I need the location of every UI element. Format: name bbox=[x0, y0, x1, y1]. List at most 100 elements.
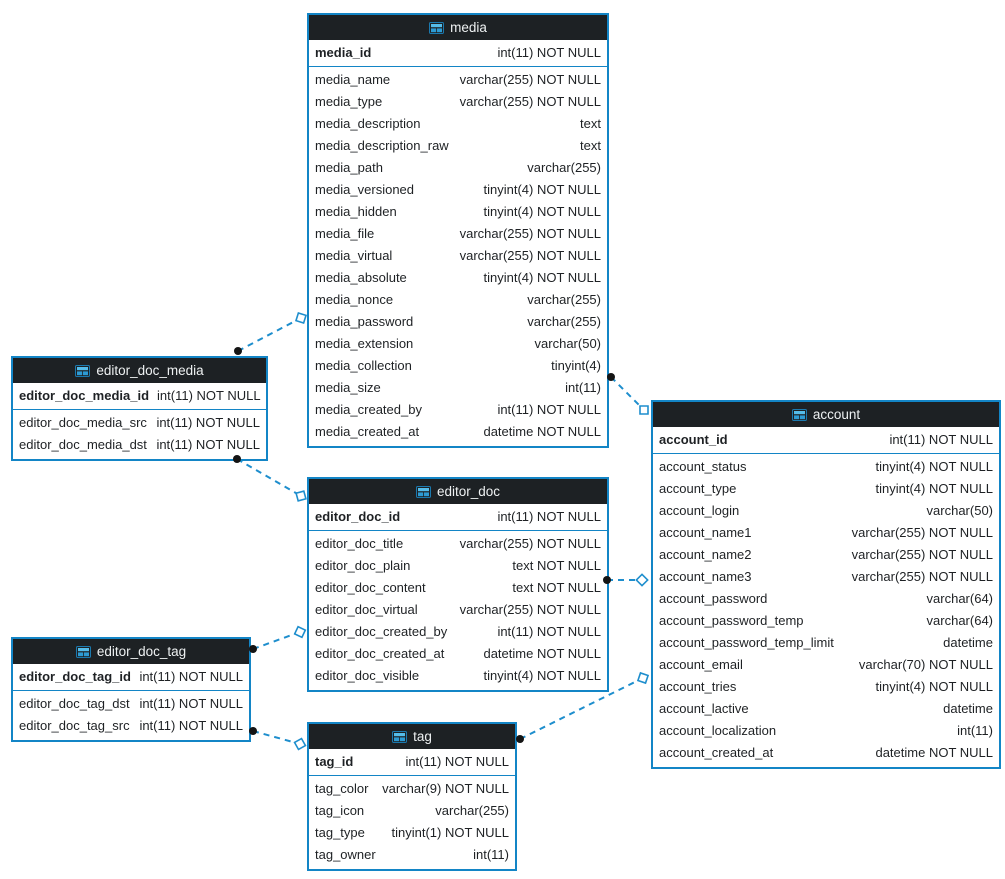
column-type: varchar(255) NOT NULL bbox=[459, 248, 601, 263]
column-name: tag_type bbox=[315, 825, 365, 840]
column-row[interactable]: media_type varchar(255) NOT NULL bbox=[309, 91, 607, 113]
relationship-editor_doc-account[interactable] bbox=[603, 573, 649, 587]
table-header[interactable]: editor_doc bbox=[309, 479, 607, 504]
relationship-line[interactable] bbox=[252, 730, 301, 745]
column-name: account_password bbox=[659, 591, 768, 606]
column-type: varchar(255) NOT NULL bbox=[459, 602, 601, 617]
column-name: media_password bbox=[315, 314, 414, 329]
relationship-line[interactable] bbox=[236, 458, 302, 497]
relationship-media-account[interactable] bbox=[607, 373, 649, 415]
table-header[interactable]: editor_doc_media bbox=[13, 358, 266, 383]
relationship-line[interactable] bbox=[252, 631, 301, 650]
column-name: editor_doc_media_src bbox=[19, 415, 147, 430]
relationship-editor_doc_media-editor_doc[interactable] bbox=[233, 455, 307, 502]
column-type: int(11) bbox=[957, 723, 993, 738]
connector-diamond bbox=[293, 737, 307, 751]
relationship-editor_doc_tag-editor_doc[interactable] bbox=[249, 625, 307, 653]
column-row[interactable]: media_virtual varchar(255) NOT NULL bbox=[309, 245, 607, 267]
column-name: editor_doc_tag_src bbox=[19, 718, 130, 733]
column-type: datetime bbox=[943, 701, 993, 716]
column-name: account_created_at bbox=[659, 745, 774, 760]
column-type: int(11) NOT NULL bbox=[497, 509, 601, 524]
column-name: media_virtual bbox=[315, 248, 393, 263]
column-type: tinyint(4) NOT NULL bbox=[483, 204, 601, 219]
relationship-line[interactable] bbox=[237, 317, 302, 352]
table-header[interactable]: account bbox=[653, 402, 999, 427]
column-name: media_type bbox=[315, 94, 383, 109]
column-type: int(11) NOT NULL bbox=[497, 402, 601, 417]
column-name: editor_doc_plain bbox=[315, 558, 411, 573]
table-header[interactable]: editor_doc_tag bbox=[13, 639, 249, 664]
column-name: account_password_temp bbox=[659, 613, 804, 628]
connector-dot bbox=[234, 347, 242, 355]
column-name: media_created_at bbox=[315, 424, 420, 439]
column-type: varchar(255) NOT NULL bbox=[459, 94, 601, 109]
table-header[interactable]: media bbox=[309, 15, 607, 40]
table-icon bbox=[429, 21, 445, 34]
relationship-editor_doc_tag-tag[interactable] bbox=[249, 727, 307, 751]
relationship-line[interactable] bbox=[610, 376, 645, 411]
column-name: editor_doc_tag_dst bbox=[19, 696, 130, 711]
table-header[interactable]: tag bbox=[309, 724, 515, 749]
relationship-editor_doc_media-media[interactable] bbox=[234, 311, 308, 355]
